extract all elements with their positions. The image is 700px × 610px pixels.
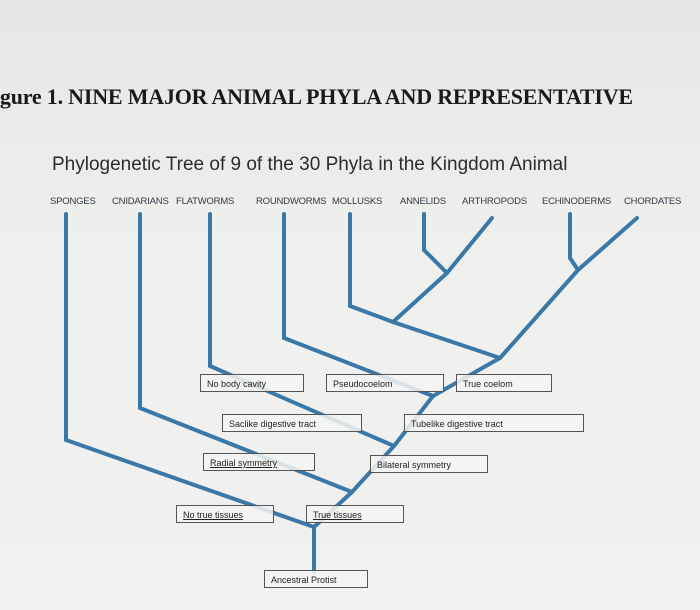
branch-annelids-join: [422, 248, 449, 275]
trait-tubelike-digestive-tract: Tubelike digestive tract: [404, 414, 584, 432]
figure-title: igure 1. NINE MAJOR ANIMAL PHYLA AND REP…: [0, 84, 633, 109]
branch-arthropods: [445, 216, 494, 275]
branch-annelid-arthropod: [391, 271, 449, 324]
phylum-roundworms: ROUNDWORMS: [256, 196, 327, 207]
branch-echinoderms-join: [568, 256, 580, 272]
trait-true-tissues: True tissues: [306, 505, 404, 523]
phylum-arthropods: ARTHROPODS: [462, 196, 527, 207]
trait-pseudocoelom: Pseudocoelom: [326, 374, 444, 392]
phylum-echinoderms: ECHINODERMS: [542, 196, 612, 207]
trait-no-true-tissues: No true tissues: [176, 505, 274, 523]
tree-title: Phylogenetic Tree of 9 of the 30 Phyla i…: [52, 154, 568, 175]
trait-true-coelom: True coelom: [456, 374, 552, 392]
branch-protostomes: [391, 320, 502, 360]
trait-bilateral-symmetry: Bilateral symmetry: [370, 455, 488, 473]
phyla-labels-row: SPONGES CNIDARIANS FLATWORMS ROUNDWORMS …: [50, 196, 700, 210]
phylum-mollusks: MOLLUSKS: [332, 196, 383, 207]
branch-deuterostomes: [498, 268, 580, 360]
phylum-annelids: ANNELIDS: [400, 196, 446, 207]
trait-no-body-cavity: No body cavity: [200, 374, 304, 392]
trait-radial-symmetry: Radial symmetry: [203, 453, 315, 471]
trait-saclike-digestive-tract: Saclike digestive tract: [222, 414, 362, 432]
phylum-flatworms: FLATWORMS: [176, 196, 235, 207]
branch-chordates: [576, 216, 639, 272]
phylum-chordates: CHORDATES: [624, 196, 682, 207]
phylum-sponges: SPONGES: [50, 196, 96, 207]
branch-mollusks-join: [348, 304, 395, 324]
phylum-cnidarians: CNIDARIANS: [112, 196, 169, 207]
ancestral-protist-label: Ancestral Protist: [264, 570, 368, 588]
branch-cnidarians-join: [138, 406, 354, 494]
